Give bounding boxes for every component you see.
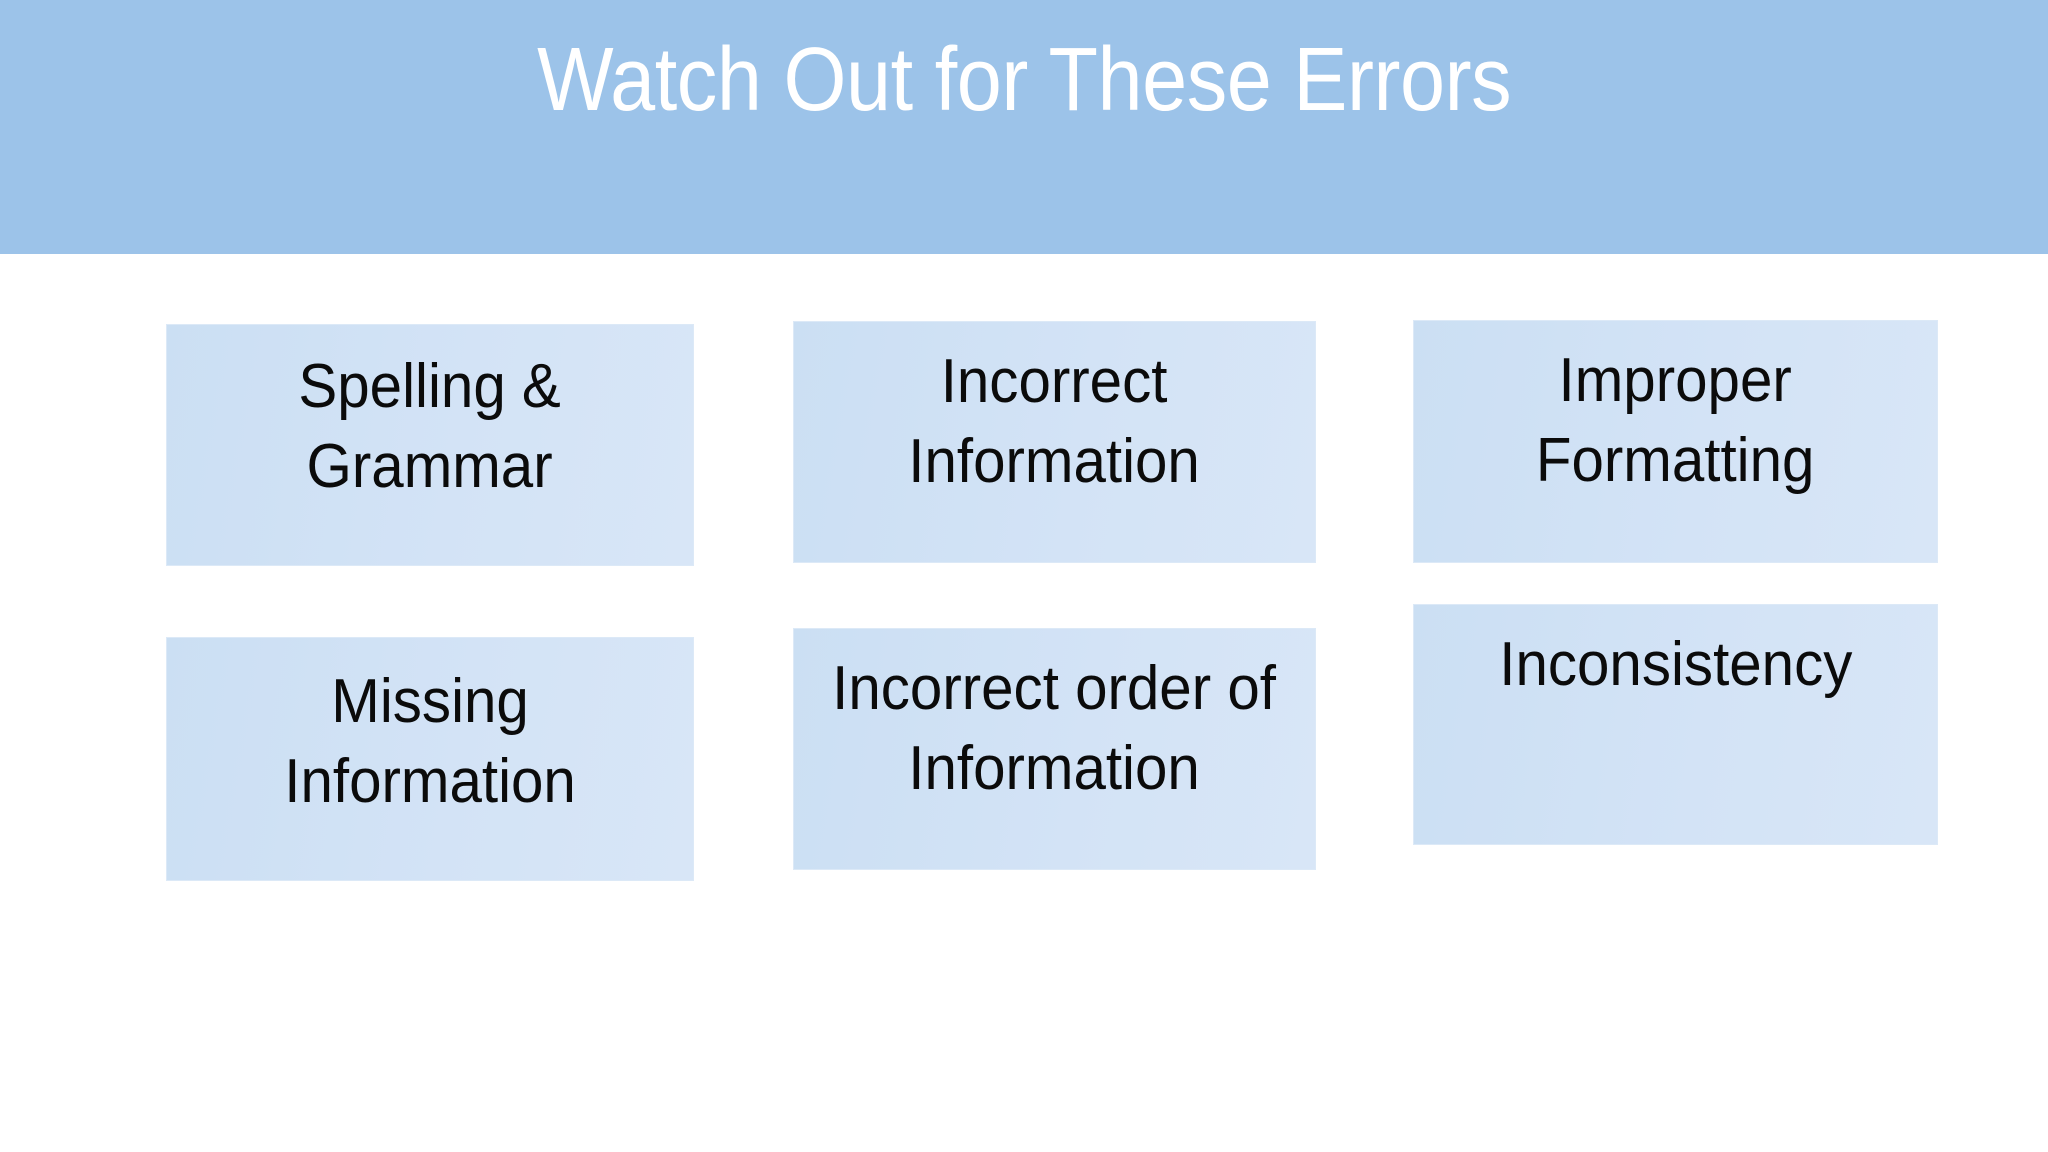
title-banner: Watch Out for These Errors	[0, 0, 2048, 254]
error-box-inconsistency[interactable]: Inconsistency	[1413, 604, 1938, 845]
error-box-label: Spelling & Grammar	[298, 352, 562, 501]
error-box-spelling-grammar[interactable]: Spelling & Grammar	[166, 324, 694, 566]
error-box-label: Improper Formatting	[1536, 346, 1815, 495]
error-box-incorrect-order-of-information[interactable]: Incorrect order of Information	[793, 628, 1316, 870]
error-box-label: Inconsistency	[1498, 630, 1853, 699]
page-title: Watch Out for These Errors	[536, 30, 1512, 130]
error-box-improper-formatting[interactable]: Improper Formatting	[1413, 320, 1938, 563]
error-box-label: Incorrect Information	[908, 347, 1201, 496]
error-box-label: Incorrect order of Information	[832, 654, 1277, 803]
error-box-incorrect-information[interactable]: Incorrect Information	[793, 321, 1316, 563]
error-box-missing-information[interactable]: Missing Information	[166, 637, 694, 881]
error-box-label: Missing Information	[284, 667, 576, 816]
